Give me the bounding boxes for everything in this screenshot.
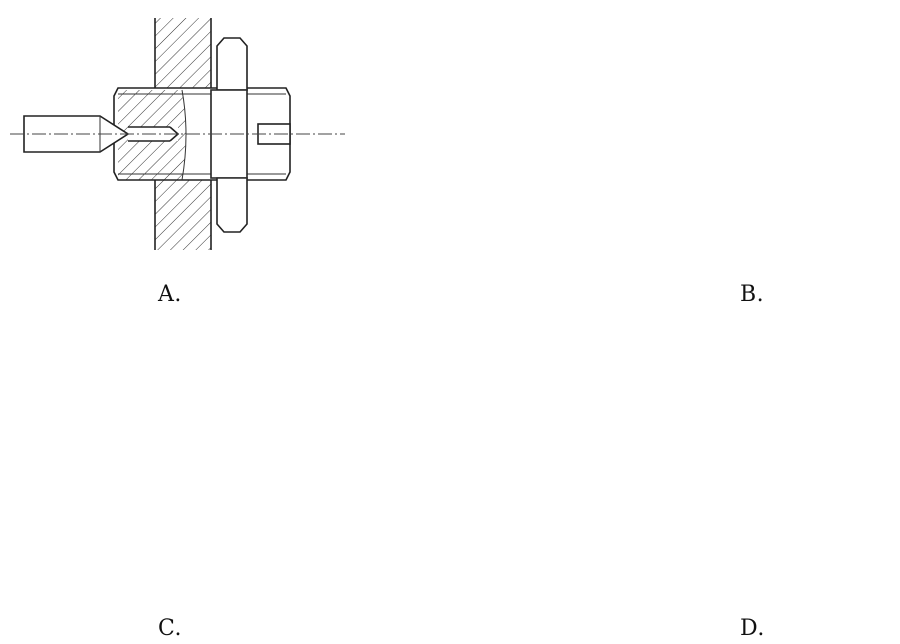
figure-c-label: C. <box>158 616 183 641</box>
figure-d-label: D. <box>740 616 765 641</box>
figure-b-label: B. <box>740 282 765 307</box>
figure-a-nut-bottom <box>216 177 248 233</box>
figure-a-drawing <box>10 18 345 250</box>
figure-a-label: A. <box>158 282 182 307</box>
figure-a-nut-top <box>216 37 248 91</box>
